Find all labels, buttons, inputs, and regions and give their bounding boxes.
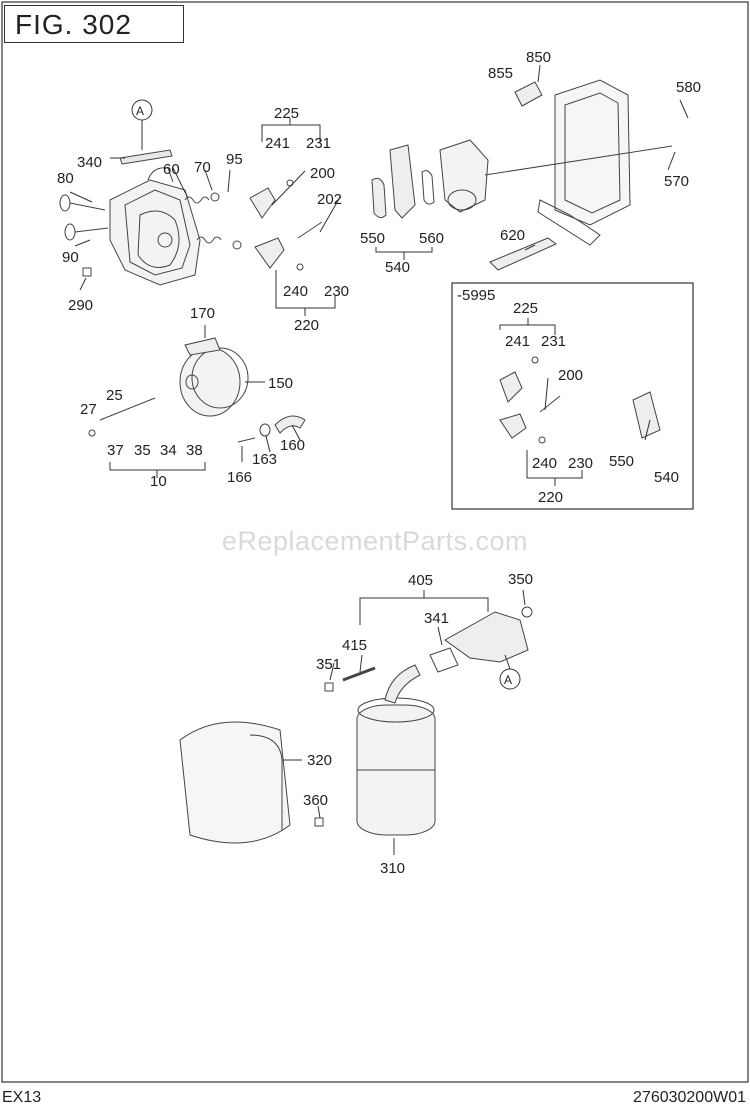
air-cleaner-drawing (484, 79, 673, 271)
part-405: 405 (408, 572, 433, 589)
figure-title-box: FIG. 302 (4, 5, 184, 43)
part-27: 27 (80, 401, 97, 418)
part-310: 310 (380, 860, 405, 877)
part-80: 80 (57, 170, 74, 187)
inset-part-241: 241 (505, 333, 530, 350)
part-415: 415 (342, 637, 367, 654)
inset-part-231: 231 (541, 333, 566, 350)
part-70: 70 (194, 159, 211, 176)
part-37: 37 (107, 442, 124, 459)
part-350: 350 (508, 571, 533, 588)
inset-rocker-drawing (499, 356, 661, 444)
flywheel-drawing (88, 337, 306, 443)
inset-part-550: 550 (609, 453, 634, 470)
part-225: 225 (274, 105, 299, 122)
part-351: 351 (316, 656, 341, 673)
part-231: 231 (306, 135, 331, 152)
part-240: 240 (283, 283, 308, 300)
callout-a-bottom-letter: A (504, 673, 512, 687)
part-150: 150 (268, 375, 293, 392)
footer-code: 276030200W01 (633, 1089, 746, 1106)
inset-label: -5995 (457, 287, 495, 304)
part-340: 340 (77, 154, 102, 171)
part-10: 10 (150, 473, 167, 490)
part-163: 163 (252, 451, 277, 468)
part-202: 202 (317, 191, 342, 208)
part-95: 95 (226, 151, 243, 168)
part-35: 35 (134, 442, 151, 459)
figure-title: FIG. 302 (15, 9, 132, 40)
part-360: 360 (303, 792, 328, 809)
part-320: 320 (307, 752, 332, 769)
muffler-drawing (179, 606, 533, 844)
part-90: 90 (62, 249, 79, 266)
part-200: 200 (310, 165, 335, 182)
part-241: 241 (265, 135, 290, 152)
part-570: 570 (664, 173, 689, 190)
inset-part-230: 230 (568, 455, 593, 472)
cylinder-head-drawing (59, 149, 323, 286)
part-25: 25 (106, 387, 123, 404)
page-border (1, 1, 749, 1083)
inset-box (451, 282, 694, 510)
label-brackets (69, 64, 689, 855)
part-550: 550 (360, 230, 385, 247)
part-580: 580 (676, 79, 701, 96)
part-560: 560 (419, 230, 444, 247)
part-855: 855 (488, 65, 513, 82)
inset-part-220: 220 (538, 489, 563, 506)
inset-part-200: 200 (558, 367, 583, 384)
inset-part-225: 225 (513, 300, 538, 317)
part-850: 850 (526, 49, 551, 66)
part-540: 540 (385, 259, 410, 276)
part-38: 38 (186, 442, 203, 459)
callout-a-top-letter: A (136, 104, 144, 118)
part-60: 60 (163, 161, 180, 178)
part-170: 170 (190, 305, 215, 322)
inset-part-540: 540 (654, 469, 679, 486)
part-290: 290 (68, 297, 93, 314)
part-34: 34 (160, 442, 177, 459)
part-220: 220 (294, 317, 319, 334)
inset-part-240: 240 (532, 455, 557, 472)
carburetor-drawing (371, 139, 489, 219)
watermark: eReplacementParts.com (221, 526, 529, 556)
part-160: 160 (280, 437, 305, 454)
part-341: 341 (424, 610, 449, 627)
part-620: 620 (500, 227, 525, 244)
part-230: 230 (324, 283, 349, 300)
callout-a-leader-bottom (504, 654, 511, 670)
part-166: 166 (227, 469, 252, 486)
footer-model: EX13 (2, 1089, 42, 1106)
